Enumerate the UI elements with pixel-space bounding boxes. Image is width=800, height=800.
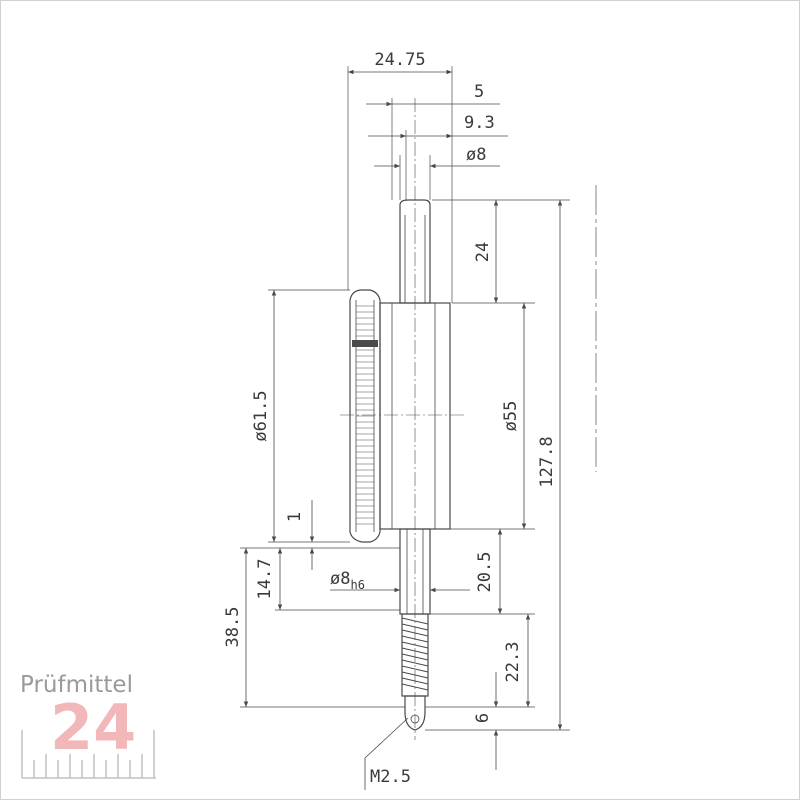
dim-label-20-5: 20.5 — [475, 552, 495, 593]
dim-label-38-5: 38.5 — [223, 607, 243, 648]
dim-label-o8h6: ø8h6 — [330, 569, 365, 592]
dim-label-6: 6 — [473, 713, 493, 723]
logo-ruler — [21, 730, 156, 779]
dim-label-22-3: 22.3 — [503, 642, 523, 683]
dim-label-o61-5: ø61.5 — [251, 390, 271, 441]
dimension-labels: 24.75 5 9.3 ø8 24 ø61.5 ø55 127.8 1 14.7… — [223, 50, 557, 787]
logo-brand-text: Prüfmittel — [20, 672, 133, 698]
dimension-lines — [243, 69, 563, 790]
dim-label-24-75: 24.75 — [374, 50, 425, 70]
gauge-outline — [349, 199, 451, 731]
dim-label-127-8: 127.8 — [537, 436, 557, 487]
dim-label-9-3: 9.3 — [464, 113, 495, 133]
dim-label-m2-5: M2.5 — [370, 767, 411, 787]
logo-number: 24 — [50, 691, 136, 764]
bezel-ring — [349, 289, 381, 543]
dim-label-14-7: 14.7 — [255, 559, 275, 600]
dim-label-o8-top: ø8 — [466, 145, 486, 165]
knurl-hatching — [356, 305, 374, 525]
pruefmittel24-logo: Prüfmittel 24 — [20, 672, 156, 779]
dim-label-24: 24 — [473, 242, 493, 262]
dim-label-1: 1 — [285, 512, 305, 522]
leader-m2-5 — [364, 717, 409, 790]
dim-label-5: 5 — [474, 82, 484, 102]
top-spindle-cap — [399, 199, 431, 304]
bezel-lock-mark — [352, 340, 378, 347]
dim-label-o55: ø55 — [501, 401, 521, 432]
center-lines — [340, 98, 465, 740]
contact-point — [404, 695, 426, 731]
